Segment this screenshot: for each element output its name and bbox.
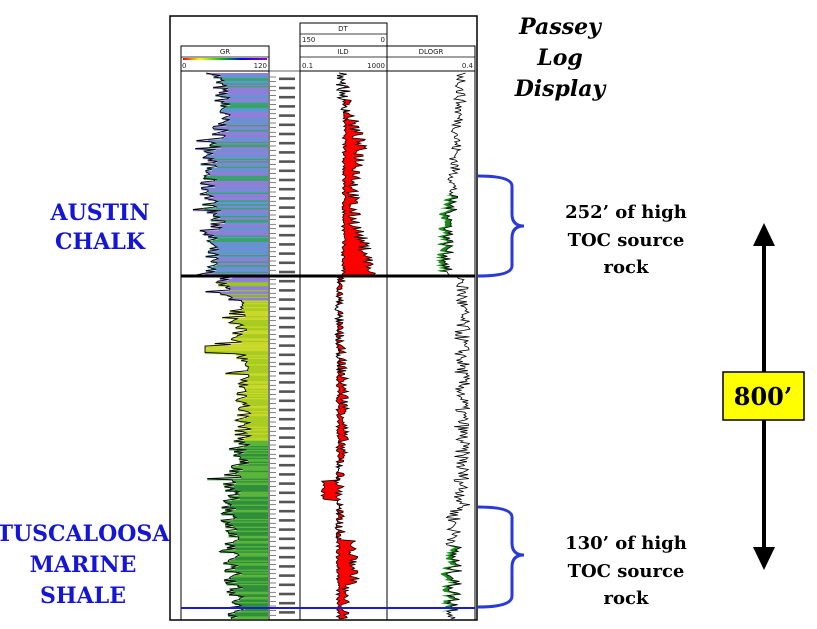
dlogr-curve xyxy=(435,72,471,620)
title-line-1: Passey xyxy=(518,14,603,40)
ild-track-header: ILD 0.1 1000 xyxy=(299,45,388,72)
dlogr-track xyxy=(386,70,476,621)
log-panel: DT 150 0 GR 0 120 ILD 0.1 1000 DLOGR 0.4 xyxy=(169,15,478,621)
upper-annotation-line-2: TOC source xyxy=(568,230,685,251)
upper-annotation: 252’ of high TOC source rock xyxy=(565,202,687,278)
gr-header-name: GR xyxy=(220,48,230,56)
thickness-label-box xyxy=(722,371,805,421)
dt-scale-right: 0 xyxy=(381,36,385,44)
lower-annotation-line-3: rock xyxy=(604,588,649,609)
arrow-up-icon xyxy=(753,223,775,246)
thickness-arrow: 800’ xyxy=(722,223,805,570)
title-line-3: Display xyxy=(514,76,608,102)
arrow-down-icon xyxy=(753,547,775,570)
gr-track-header: GR 0 120 xyxy=(180,45,270,72)
dlogr-scale-right: 0.4 xyxy=(462,62,474,70)
dt-track-header: DT 150 0 xyxy=(299,22,388,47)
gr-scale-right: 120 xyxy=(254,62,267,70)
lower-brace xyxy=(477,505,525,609)
upper-annotation-line-1: 252’ of high xyxy=(565,202,687,223)
tuscaloosa-line-3: SHALE xyxy=(40,583,126,609)
thickness-label: 800’ xyxy=(734,382,792,411)
upper-annotation-line-3: rock xyxy=(604,257,649,278)
lower-annotation: 130’ of high TOC source rock xyxy=(565,533,687,609)
austin-chalk-label: AUSTIN CHALK xyxy=(50,200,150,255)
tuscaloosa-marine-shale-label: TUSCALOOSA MARINE SHALE xyxy=(0,521,170,609)
tuscaloosa-line-2: MARINE xyxy=(30,552,137,578)
ild-scale-right: 1000 xyxy=(367,62,385,70)
dt-scale-left: 150 xyxy=(302,36,315,44)
ild-curve xyxy=(320,72,377,620)
log-panel-frame xyxy=(169,15,478,621)
gr-fill xyxy=(191,72,268,620)
lower-annotation-line-1: 130’ of high xyxy=(565,533,687,554)
title-line-2: Log xyxy=(536,45,583,71)
dlogr-header-name: DLOGR xyxy=(419,48,444,56)
austin-line-2: CHALK xyxy=(55,229,146,255)
dlogr-track-header: DLOGR 0.4 xyxy=(386,45,476,72)
ild-header-name: ILD xyxy=(337,48,348,56)
tuscaloosa-line-1: TUSCALOOSA xyxy=(0,521,170,547)
diagram-title: Passey Log Display xyxy=(514,14,608,102)
lower-annotation-line-2: TOC source xyxy=(568,561,685,582)
upper-brace xyxy=(477,174,525,278)
ild-scale-left: 0.1 xyxy=(302,62,313,70)
austin-line-1: AUSTIN xyxy=(50,200,150,226)
dt-header-name: DT xyxy=(338,25,348,33)
depth-ticks xyxy=(270,76,295,616)
gr-scale-left: 0 xyxy=(182,62,186,70)
